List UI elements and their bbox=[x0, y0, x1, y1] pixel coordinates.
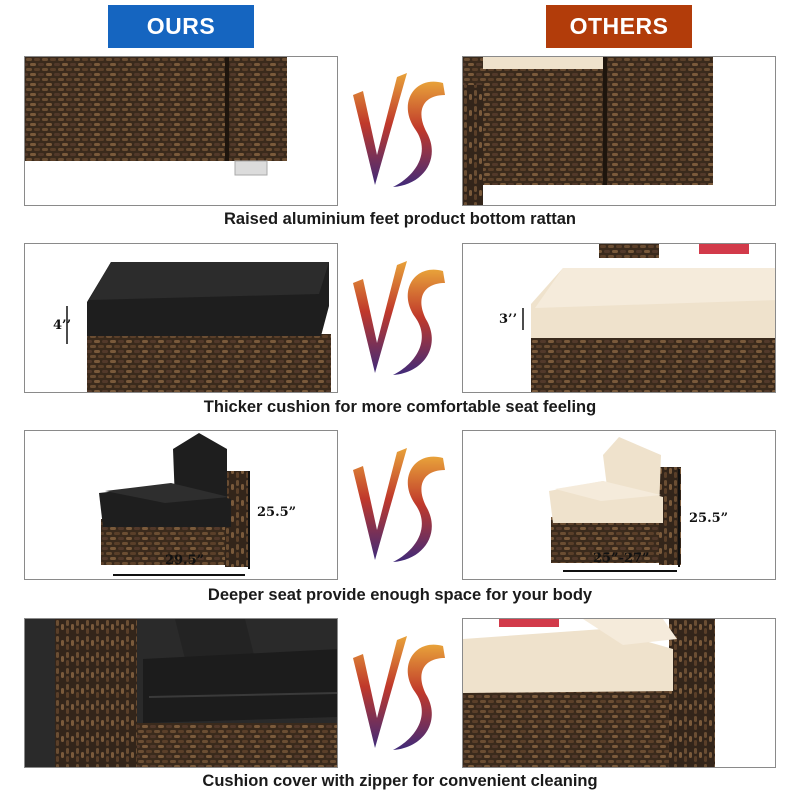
others-zipper-panel bbox=[462, 618, 776, 768]
others-cushion-panel: 3’’ bbox=[462, 243, 776, 393]
others-seat-depth-panel: 25.5” 25”-27” bbox=[462, 430, 776, 580]
others-armless-chair-image bbox=[549, 437, 681, 572]
others-seat-height-label: 25.5” bbox=[689, 511, 729, 526]
vs-icon-row-4 bbox=[353, 636, 445, 750]
others-cushion-image bbox=[463, 619, 715, 767]
vs-icon-row-1 bbox=[353, 73, 445, 187]
ours-seat-height-label: 25.5” bbox=[257, 505, 297, 520]
ours-seat-depth-panel: 25.5” 29.5” bbox=[24, 430, 338, 580]
others-feet-panel bbox=[462, 56, 776, 206]
row-1-caption: Raised aluminium feet product bottom rat… bbox=[223, 210, 577, 228]
ours-feet-panel bbox=[24, 56, 338, 206]
ours-ottoman-image bbox=[66, 262, 331, 392]
others-label-badge: OTHERS bbox=[546, 5, 692, 48]
row-4-caption: Cushion cover with zipper for convenient… bbox=[202, 772, 598, 790]
ours-rattan-bottom-image bbox=[25, 57, 287, 176]
vs-icon-row-2 bbox=[353, 261, 445, 375]
ours-armless-chair-image bbox=[99, 433, 250, 576]
others-seat-width-label: 25”-27” bbox=[593, 551, 650, 566]
row-3-caption: Deeper seat provide enough space for you… bbox=[207, 586, 593, 604]
ours-zipper-cushion-image bbox=[25, 619, 337, 767]
others-rattan-bottom-image bbox=[463, 57, 713, 205]
ours-cushion-thickness-label: 4’’ bbox=[53, 318, 72, 333]
ours-seat-width-label: 29.5” bbox=[165, 553, 205, 568]
others-cushion-thickness-label: 3’’ bbox=[499, 312, 518, 327]
others-ottoman-image bbox=[522, 244, 775, 392]
ours-label-badge: OURS bbox=[108, 5, 254, 48]
ours-cushion-panel: 4’’ bbox=[24, 243, 338, 393]
ours-zipper-panel bbox=[24, 618, 338, 768]
vs-icon-row-3 bbox=[353, 448, 445, 562]
row-2-caption: Thicker cushion for more comfortable sea… bbox=[203, 398, 597, 416]
